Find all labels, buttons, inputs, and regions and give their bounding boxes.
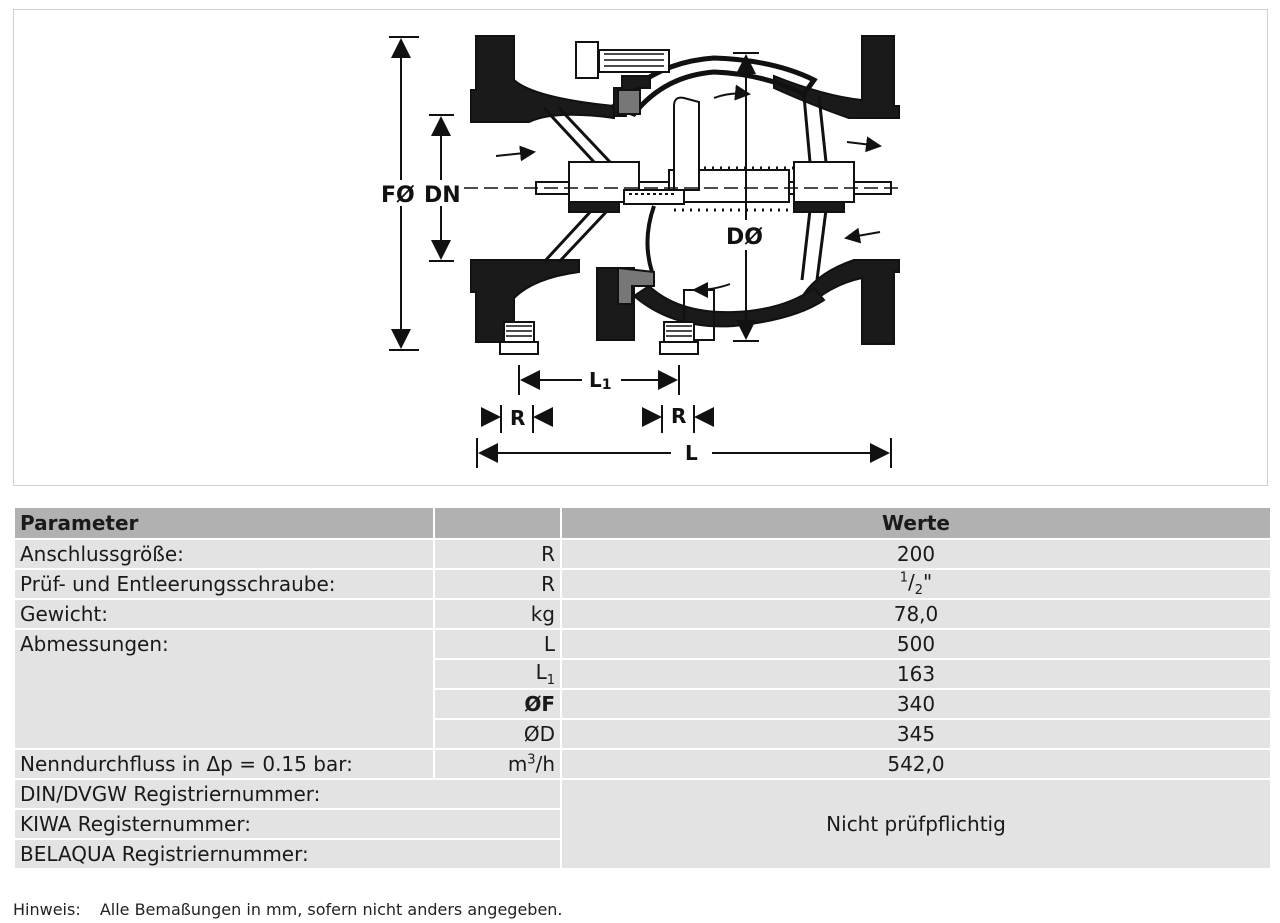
- label-d-dia: DØ: [726, 225, 763, 250]
- drain-screw-left: [499, 321, 539, 355]
- dimension-labels: FØ DN DØ L1 R R L: [381, 183, 763, 465]
- fraction-slash: /: [908, 570, 915, 594]
- registry-label: BELAQUA Registriernummer:: [13, 838, 562, 870]
- unit-cell: L1: [433, 658, 562, 690]
- valve-cross-section-drawing: FØ DN DØ L1 R R L: [381, 35, 904, 468]
- registry-value: Nicht prüfpflichtig: [560, 778, 1272, 870]
- top-plug: [575, 41, 670, 117]
- table-row: DIN/DVGW Registriernummer: Nicht prüfpfl…: [13, 778, 1272, 870]
- value-cell: 1/2": [560, 568, 1272, 600]
- valve-body: [470, 35, 900, 345]
- unit-cell: m3/h: [433, 748, 562, 780]
- inch-mark: ": [923, 570, 933, 594]
- param-cell: Prüf- und Entleerungsschraube:: [13, 568, 435, 600]
- footnote-label: Hinweis:: [13, 900, 81, 919]
- label-f-dia: FØ: [381, 183, 415, 208]
- table-row: Prüf- und Entleerungsschraube: R 1/2": [13, 568, 1272, 600]
- registry-label: KIWA Registernummer:: [13, 808, 562, 840]
- footnote: Hinweis: Alle Bemaßungen in mm, sofern n…: [13, 900, 563, 919]
- label-r-right: R: [671, 404, 686, 428]
- unit-cell: R: [433, 538, 562, 570]
- dimension-lines: [389, 36, 892, 468]
- value-cell: 340: [560, 688, 1272, 720]
- drain-screw-right: [659, 321, 699, 355]
- footnote-text: Alle Bemaßungen in mm, sofern nicht ande…: [99, 900, 563, 919]
- header-parameter: Parameter: [13, 506, 435, 540]
- table-row: Nenndurchfluss in Δp = 0.15 bar: m3/h 54…: [13, 748, 1272, 780]
- fraction-denominator: 2: [914, 583, 924, 598]
- label-l1-sub: 1: [602, 377, 612, 393]
- value-cell: 542,0: [560, 748, 1272, 780]
- unit-cell: ØD: [433, 718, 562, 750]
- table-row: Gewicht: kg 78,0: [13, 598, 1272, 630]
- table-row: KIWA Registernummer:: [13, 808, 1271, 840]
- unit-base: m: [507, 752, 528, 776]
- check-springs: [542, 95, 828, 281]
- header-unit: [433, 506, 562, 540]
- unit-superscript: 3: [527, 752, 536, 768]
- header-values: Werte: [560, 506, 1272, 540]
- table-row: L1 163: [14, 658, 1272, 690]
- unit-main: L: [535, 660, 547, 684]
- value-cell: 500: [560, 628, 1272, 660]
- param-cell: Abmessungen:: [13, 628, 435, 750]
- unit-cell: L: [433, 628, 562, 660]
- unit-cell: ØF: [433, 688, 562, 720]
- registry-label: DIN/DVGW Registriernummer:: [13, 778, 562, 810]
- label-r-left: R: [510, 406, 525, 430]
- unit-rest: /h: [535, 752, 555, 776]
- fraction-numerator: 1: [899, 570, 909, 586]
- table-row: BELAQUA Registriernummer:: [13, 838, 1271, 870]
- value-cell: 200: [560, 538, 1272, 570]
- technical-drawing-frame: FØ DN DØ L1 R R L: [13, 9, 1268, 486]
- label-l: L: [685, 441, 698, 465]
- param-cell: Nenndurchfluss in Δp = 0.15 bar:: [13, 748, 435, 780]
- table-row: Anschlussgröße: R 200: [13, 538, 1272, 570]
- param-cell: Gewicht:: [13, 598, 435, 630]
- bottom-plug: [617, 266, 655, 305]
- table-header-row: Parameter Werte: [13, 506, 1272, 540]
- central-shaft: [535, 96, 892, 273]
- table-row: Abmessungen: L 500: [13, 628, 1272, 750]
- table-row: ØF 340: [14, 688, 1272, 720]
- specification-table: Parameter Werte Anschlussgröße: R 200 Pr…: [13, 506, 1272, 870]
- label-dn: DN: [424, 183, 461, 208]
- param-cell: Anschlussgröße:: [13, 538, 435, 570]
- label-l1: L1: [589, 368, 612, 393]
- value-cell: 78,0: [560, 598, 1272, 630]
- label-l1-main: L: [589, 368, 602, 392]
- value-cell: 163: [560, 658, 1272, 690]
- table-row: ØD 345: [14, 718, 1272, 750]
- unit-cell: R: [433, 568, 562, 600]
- unit-subscript: 1: [546, 673, 555, 688]
- value-cell: 345: [560, 718, 1272, 750]
- unit-cell: kg: [433, 598, 562, 630]
